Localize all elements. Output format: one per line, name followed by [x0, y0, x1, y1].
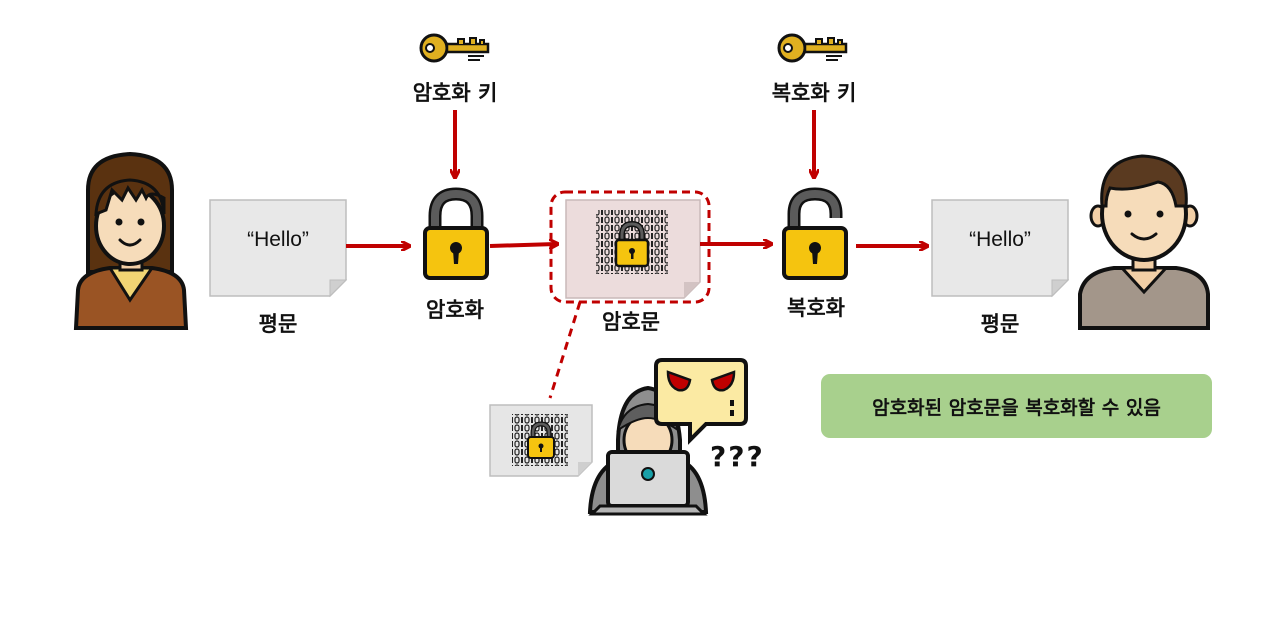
encrypt-label: 암호화: [426, 298, 484, 322]
arrow-encrypt-to-ciphertext: [489, 244, 556, 246]
question-marks: ???: [710, 440, 765, 473]
intercepted-lock-icon: [527, 421, 555, 459]
plaintext-right-text: “Hello”: [969, 228, 1031, 251]
plaintext-document-left: [209, 199, 348, 298]
open-lock-icon: [782, 187, 848, 280]
decryption-key-label: 복호화 키: [771, 81, 857, 105]
ciphertext-highlight-box: [549, 190, 711, 304]
decrypt-label: 복호화: [787, 296, 845, 320]
closed-lock-icon: [423, 187, 489, 280]
plaintext-left-text: “Hello”: [247, 228, 309, 251]
plaintext-document-right: [931, 199, 1070, 298]
note-text: 암호화된 암호문을 복호화할 수 있음: [872, 396, 1161, 419]
man-avatar-icon: [1078, 154, 1210, 330]
decryption-key-icon: [777, 33, 848, 63]
encryption-key-label: 암호화 키: [412, 81, 498, 105]
encryption-key-icon: [419, 33, 490, 63]
woman-avatar-icon: [73, 151, 189, 330]
ciphertext-label: 암호문: [602, 310, 660, 334]
interception-dashed-line: [548, 301, 582, 399]
plaintext-right-label: 평문: [980, 312, 1020, 336]
plaintext-left-label: 평문: [258, 312, 298, 336]
note-box: 암호화된 암호문을 복호화할 수 있음: [821, 374, 1212, 438]
angry-speech-bubble-icon: [654, 358, 748, 445]
ciphertext-lock-icon: [614, 220, 650, 268]
